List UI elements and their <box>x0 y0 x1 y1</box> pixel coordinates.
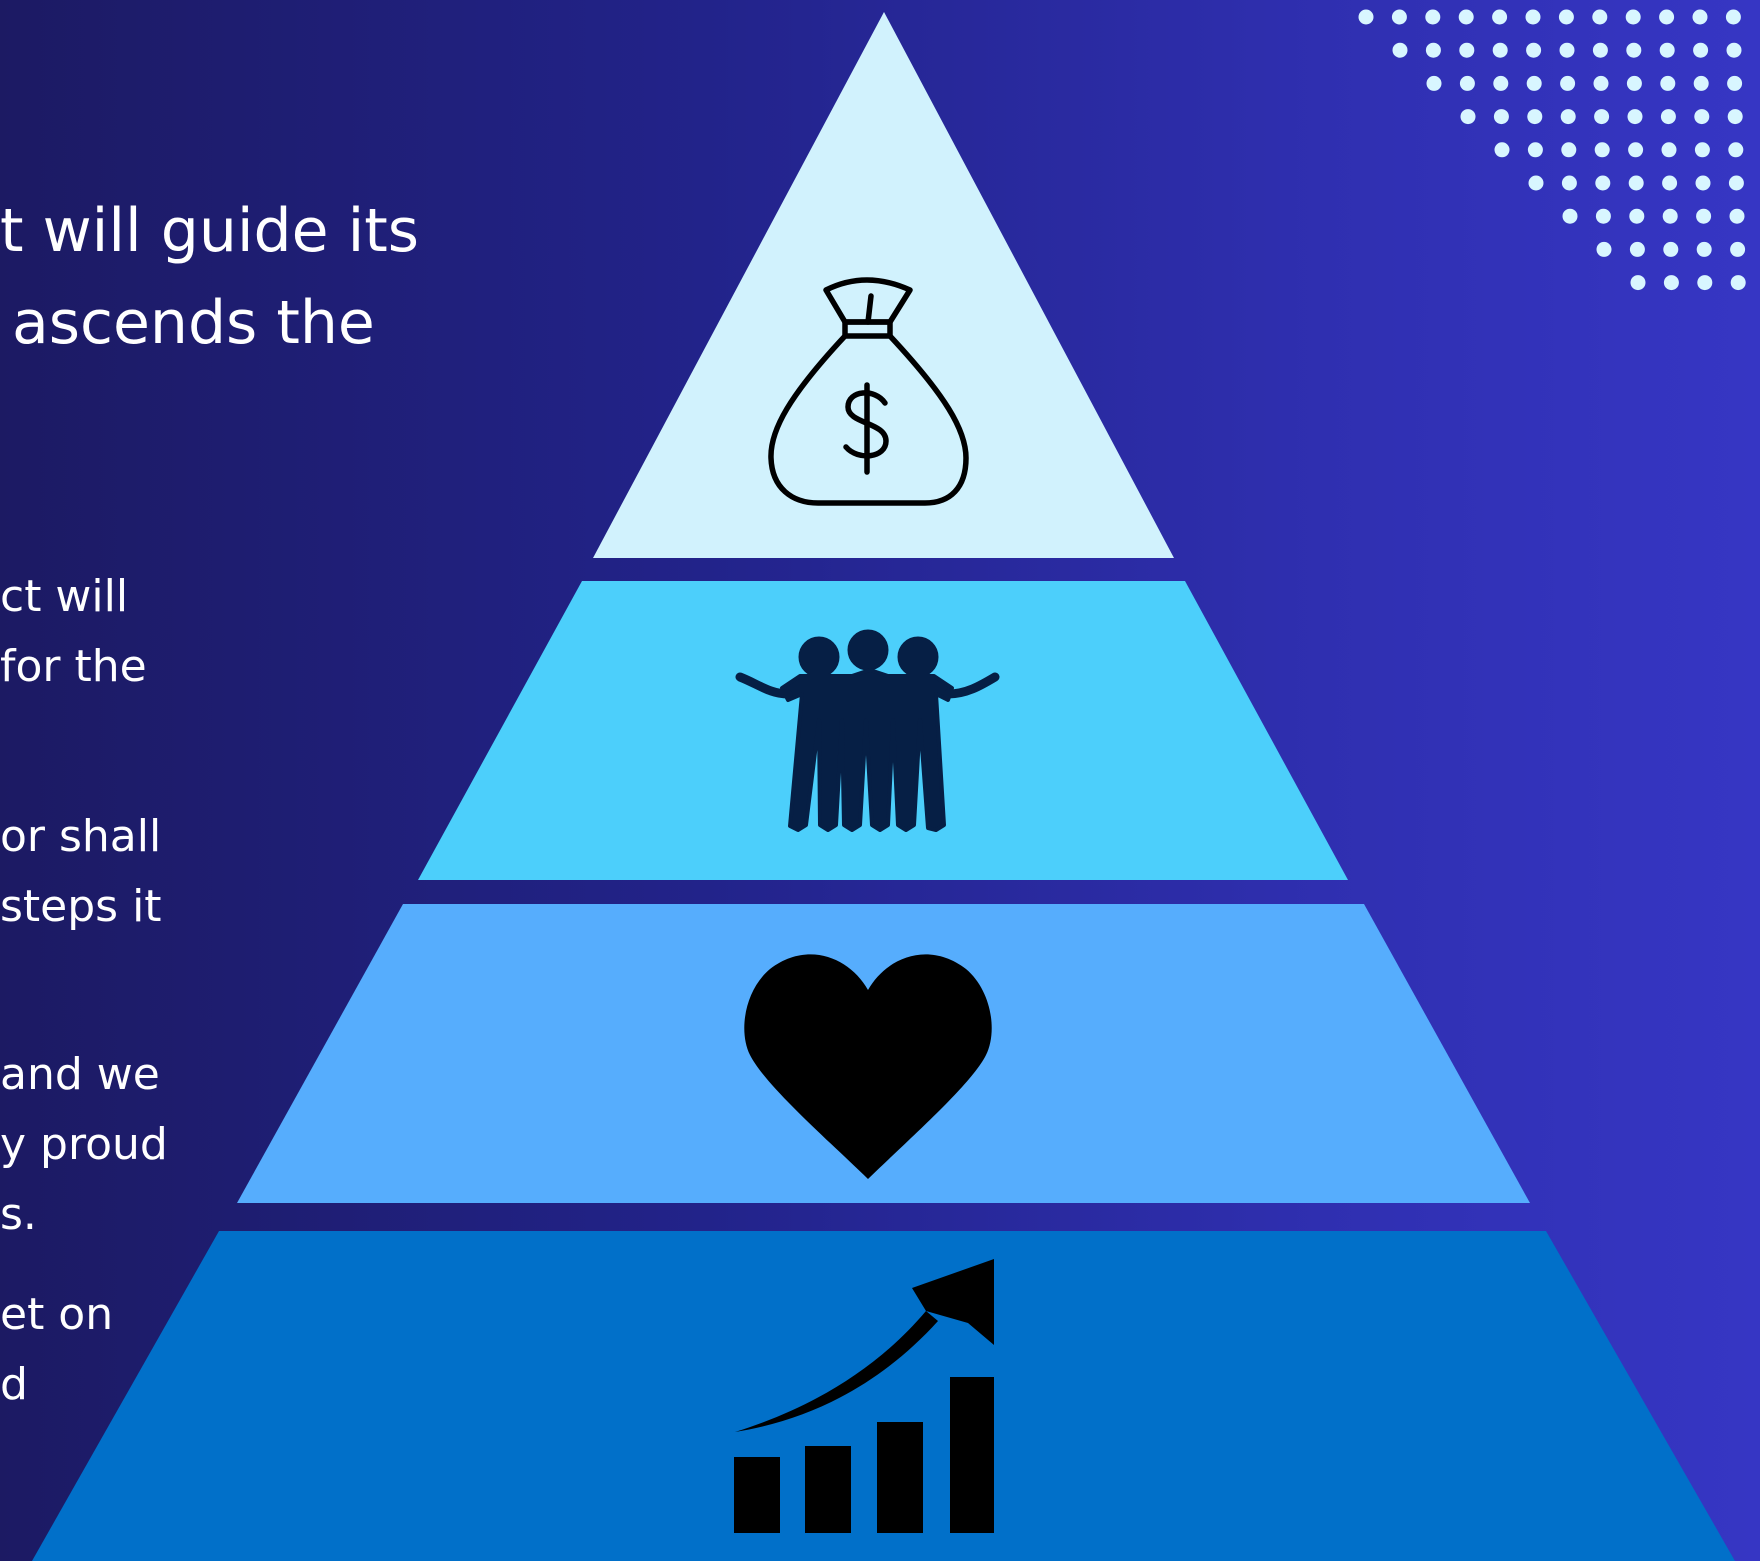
decor-dot <box>1558 9 1574 25</box>
decor-dot <box>1696 208 1712 224</box>
decor-dot <box>1661 142 1677 158</box>
decor-dot <box>1596 241 1612 257</box>
decor-dot <box>1594 142 1610 158</box>
decor-dot <box>1460 109 1476 125</box>
dot-pattern-decoration <box>1358 9 1746 291</box>
decor-dot <box>1730 275 1746 291</box>
decor-dot <box>1559 42 1575 58</box>
decor-dot <box>1561 175 1577 191</box>
decor-dot <box>1391 9 1407 25</box>
decor-dot <box>1595 175 1611 191</box>
decor-dot <box>1692 9 1708 25</box>
paragraph-4-line-2: d <box>0 1359 28 1410</box>
decor-dot <box>1594 109 1610 125</box>
decor-dot <box>1526 42 1542 58</box>
paragraph-1: ct will for the <box>0 562 147 702</box>
paragraph-1-line-1: ct will <box>0 571 129 622</box>
team-group-icon <box>735 629 1000 832</box>
decor-dot <box>1525 9 1541 25</box>
paragraph-3: and we y proud s. <box>0 1040 168 1250</box>
decor-dot <box>1628 142 1644 158</box>
decor-dot <box>1630 275 1646 291</box>
decor-dot <box>1695 175 1711 191</box>
decor-dot <box>1458 9 1474 25</box>
decor-dot <box>1662 175 1678 191</box>
decor-dot <box>1660 109 1676 125</box>
decor-dot <box>1627 109 1643 125</box>
decor-dot <box>1660 75 1676 91</box>
decor-dot <box>1725 9 1741 25</box>
decor-dot <box>1659 9 1675 25</box>
decor-dot <box>1459 75 1475 91</box>
decor-dot <box>1426 75 1442 91</box>
decor-dot <box>1730 241 1746 257</box>
growth-chart-icon <box>734 1259 994 1533</box>
title-line-1: t will guide its <box>0 196 420 266</box>
decor-dot <box>1697 275 1713 291</box>
paragraph-3-line-2: y proud <box>0 1119 168 1170</box>
decor-dot <box>1728 175 1744 191</box>
paragraph-2: or shall steps it <box>0 802 162 942</box>
decor-dot <box>1629 241 1645 257</box>
decor-dot <box>1526 75 1542 91</box>
decor-dot <box>1626 42 1642 58</box>
decor-dot <box>1560 109 1576 125</box>
pyramid-tier-bottom <box>32 1231 1735 1561</box>
decor-dot <box>1425 42 1441 58</box>
paragraph-3-line-3: s. <box>0 1189 37 1240</box>
decor-dot <box>1628 175 1644 191</box>
page-title: t will guide its ascends the <box>0 185 419 369</box>
heart-icon <box>744 954 992 1179</box>
decor-dot <box>1663 241 1679 257</box>
decor-dot <box>1626 75 1642 91</box>
decor-dot <box>1562 208 1578 224</box>
decor-dot <box>1492 9 1508 25</box>
paragraph-2-line-2: steps it <box>0 881 162 932</box>
decor-dot <box>1693 42 1709 58</box>
decor-dot <box>1726 42 1742 58</box>
money-bag-icon <box>768 277 969 506</box>
decor-dot <box>1595 208 1611 224</box>
decor-dot <box>1629 208 1645 224</box>
decor-dot <box>1663 275 1679 291</box>
decor-dot <box>1592 42 1608 58</box>
decor-dot <box>1494 142 1510 158</box>
decor-dot <box>1528 175 1544 191</box>
decor-dot <box>1561 142 1577 158</box>
decor-dot <box>1392 42 1408 58</box>
pyramid-tier-top <box>593 12 1174 558</box>
paragraph-4: et on d <box>0 1280 113 1420</box>
decor-dot <box>1459 42 1475 58</box>
decor-dot <box>1492 42 1508 58</box>
decor-dot <box>1727 109 1743 125</box>
decor-dot <box>1727 75 1743 91</box>
decor-dot <box>1493 75 1509 91</box>
paragraph-3-line-1: and we <box>0 1049 160 1100</box>
decor-dot <box>1593 75 1609 91</box>
decor-dot <box>1693 75 1709 91</box>
decor-dot <box>1728 142 1744 158</box>
decor-dot <box>1425 9 1441 25</box>
decor-dot <box>1358 9 1374 25</box>
decor-dot <box>1659 42 1675 58</box>
decor-dot <box>1560 75 1576 91</box>
paragraph-4-line-1: et on <box>0 1289 114 1340</box>
decor-dot <box>1694 109 1710 125</box>
decor-dot <box>1694 142 1710 158</box>
decor-dot <box>1625 9 1641 25</box>
decor-dot <box>1729 208 1745 224</box>
decor-dot <box>1527 142 1543 158</box>
decor-dot <box>1493 109 1509 125</box>
title-line-2: ascends the <box>12 288 375 358</box>
decor-dot <box>1696 241 1712 257</box>
decor-dot <box>1592 9 1608 25</box>
decor-dot <box>1527 109 1543 125</box>
paragraph-2-line-1: or shall <box>0 811 162 862</box>
paragraph-1-line-2: for the <box>0 641 147 692</box>
decor-dot <box>1662 208 1678 224</box>
